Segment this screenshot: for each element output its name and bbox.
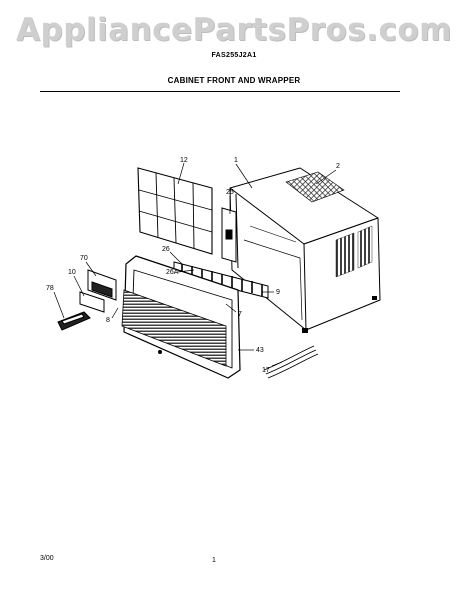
footer-date: 3/00: [40, 555, 54, 562]
cabinet-foot: [372, 296, 377, 300]
callout-10: 10: [68, 269, 76, 276]
front-louvers: [121, 289, 227, 367]
section-title: CABINET FRONT AND WRAPPER: [167, 76, 301, 85]
page-number: 1: [212, 557, 216, 564]
callout-78: 78: [46, 285, 54, 292]
leader-lines: [53, 162, 337, 367]
rear-grille-mesh: [285, 171, 345, 203]
control-door: [87, 269, 117, 301]
callout-12: 12: [180, 157, 188, 164]
side-vents-upper: [335, 232, 355, 278]
callout-2: 2: [336, 163, 340, 170]
callout-43: 43: [256, 347, 264, 354]
remote-control: [57, 311, 91, 331]
screw: [158, 350, 162, 354]
callout-1: 1: [234, 157, 238, 164]
watermark-logo: AppliancePartsPros.com: [16, 12, 452, 48]
title-rule: [40, 91, 400, 92]
callout-26: 26: [162, 246, 170, 253]
side-vents-lower: [357, 225, 373, 269]
cabinet-foot: [302, 328, 308, 333]
callout-25: 25: [226, 189, 234, 196]
callout-9: 9: [276, 289, 280, 296]
air-filter: [137, 167, 213, 255]
model-number: FAS255J2A1: [211, 52, 257, 59]
control-knob: [79, 291, 105, 313]
callout-7: 7: [238, 311, 242, 318]
callout-70: 70: [80, 255, 88, 262]
seal-strip: [263, 345, 319, 379]
callout-17: 17: [262, 367, 270, 374]
callout-26a: 26A: [166, 269, 179, 276]
control-bracket: [221, 207, 237, 263]
callout-8: 8: [106, 317, 110, 324]
callouts: 12 1 2 25 26 26A 9 70 10 78 8 7 43 17: [46, 157, 340, 374]
